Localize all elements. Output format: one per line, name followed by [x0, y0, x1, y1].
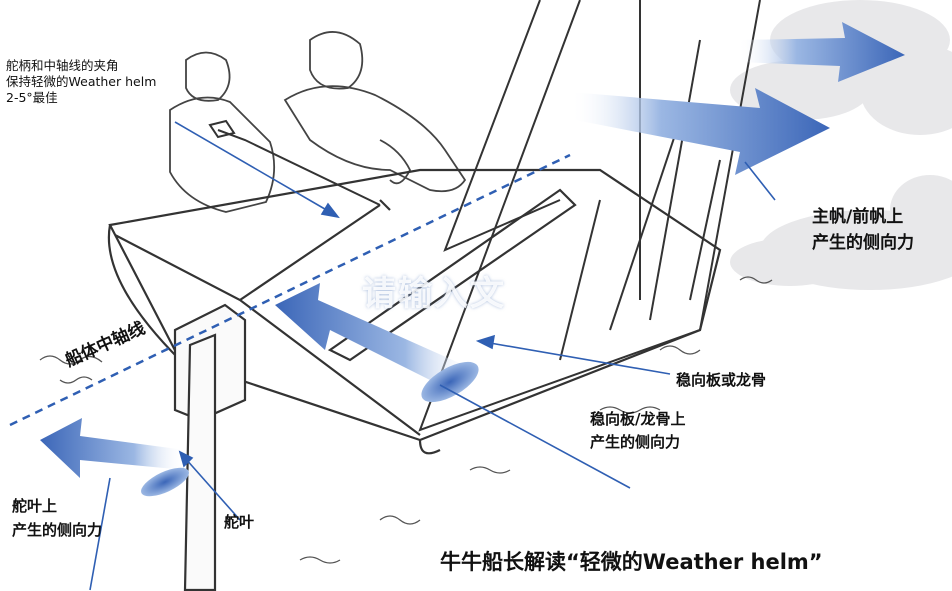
sail-force-line: 产生的侧向力 [812, 233, 914, 254]
centerline-dashed [9, 153, 571, 427]
keel-force-line: 产生的侧向力 [590, 433, 681, 452]
rudder-label: 舵叶 [224, 513, 255, 531]
sail-force-arrows [570, 22, 905, 175]
rudder-force-line: 产生的侧向力 [12, 521, 103, 539]
tiller-note-line: 保持轻微的Weather helm [6, 74, 157, 89]
tiller-angle-note: 舵柄和中轴线的夹角 保持轻微的Weather helm 2-5°最佳 [6, 58, 156, 106]
watermark-text: 请输入文 [362, 274, 506, 314]
sail-force-line: 主帆/前帆上 [812, 207, 904, 227]
water-splash [39, 276, 773, 564]
rudder-force-line: 舵叶上 [12, 497, 58, 515]
tiller-note-line: 舵柄和中轴线的夹角 [6, 58, 119, 73]
rudder-force-arrow [40, 418, 189, 497]
keel-force-label: 稳向板/龙骨上 产生的侧向力 [590, 408, 685, 455]
tiller-note-line: 2-5°最佳 [6, 90, 58, 105]
keel-label: 稳向板或龙骨 [676, 371, 767, 389]
crew-figures [169, 31, 467, 213]
keel-force-line: 稳向板/龙骨上 [590, 410, 686, 428]
diagram-caption: 牛牛船长解读“轻微的Weather helm” [440, 550, 823, 574]
rudder-force-label: 舵叶上 产生的侧向力 [12, 494, 102, 542]
sail-force-label: 主帆/前帆上 产生的侧向力 [812, 204, 914, 257]
sails [418, 0, 761, 432]
tiller [208, 119, 381, 206]
pointer-lines [89, 121, 776, 591]
keel-force-arrow [275, 283, 479, 403]
rudder [173, 303, 247, 591]
